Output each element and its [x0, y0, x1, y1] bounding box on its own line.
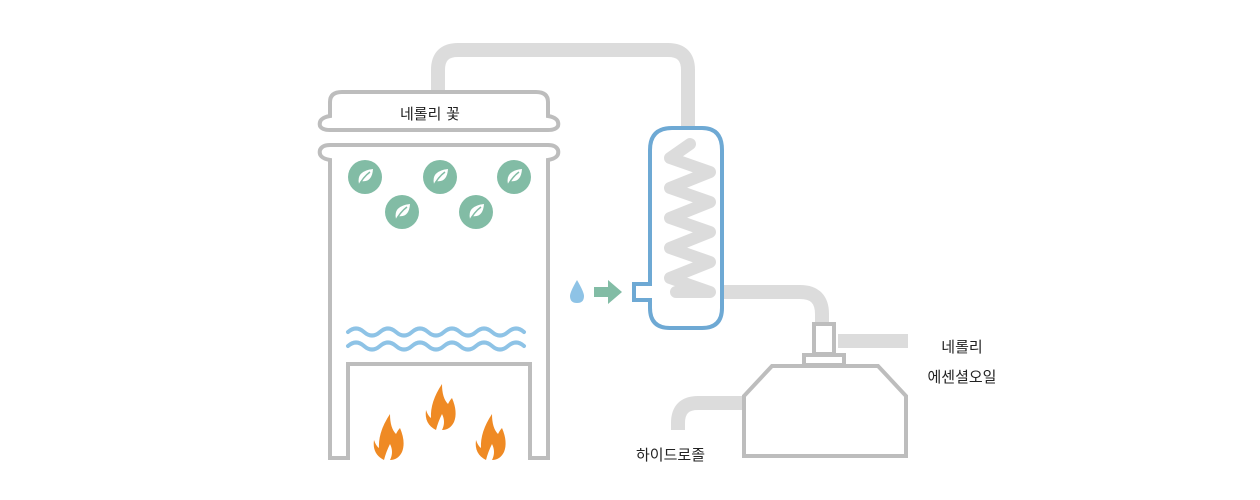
leaf-icon — [497, 160, 531, 194]
flame-icon — [373, 414, 404, 460]
vessel-lid — [317, 90, 561, 132]
separator-body — [742, 364, 908, 458]
condensate-pipe — [722, 285, 829, 326]
separator-neck — [812, 322, 836, 356]
leaf-icon — [459, 195, 493, 229]
essential-oil-label-line1: 네롤리 — [941, 338, 983, 356]
vessel-body — [317, 143, 561, 460]
water-drop-icon — [570, 280, 584, 303]
leaf-icon — [423, 160, 457, 194]
leaf-icon — [385, 195, 419, 229]
arrow-right-icon — [594, 280, 622, 304]
essential-oil-label-line2: 에센셜오일 — [927, 368, 997, 386]
hydrosol-outlet-pipe — [671, 396, 744, 430]
separator-collar — [802, 353, 846, 367]
steam-pipe — [431, 43, 695, 128]
oil-outlet-pipe — [838, 334, 908, 348]
water-wave-bottom — [346, 340, 526, 352]
flame-icon — [475, 414, 506, 460]
condenser-coil — [664, 138, 716, 298]
leaf-icon — [348, 160, 382, 194]
hydrosol-label: 하이드로졸 — [636, 446, 706, 464]
water-wave-top — [346, 326, 526, 338]
flame-icon — [425, 384, 456, 430]
neroli-flower-label: 네롤리 꽃 — [400, 105, 460, 123]
